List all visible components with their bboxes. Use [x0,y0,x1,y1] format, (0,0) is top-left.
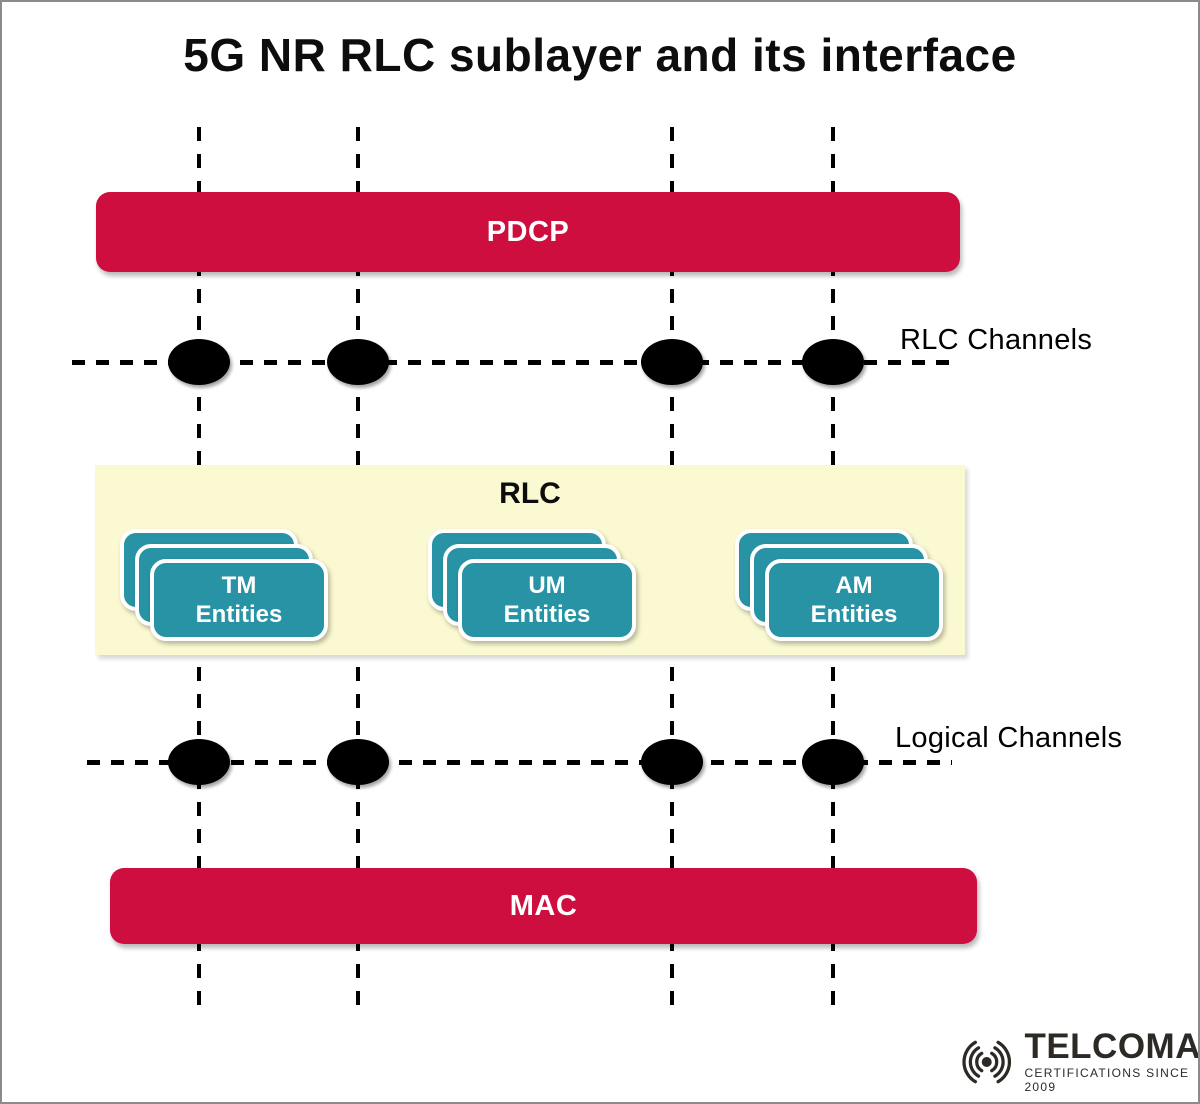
pdcp-bar: PDCP [96,192,960,272]
entity-name: AM [835,572,873,599]
logical-channel-node-4 [802,739,864,785]
logical-channel-node-1 [168,739,230,785]
entity-card-front: AM Entities [765,559,943,641]
entity-card-front: UM Entities [458,559,636,641]
telcoma-logo: TELCOMA CERTIFICATIONS SINCE 2009 [954,1027,1200,1094]
mac-label: MAC [509,889,578,922]
entity-card-front: TM Entities [150,559,328,641]
entity-subtitle: Entities [810,601,898,628]
logo-brand: TELCOMA [1024,1027,1200,1066]
rlc-channel-node-3 [641,339,703,385]
entity-subtitle: Entities [195,601,283,628]
entity-name: TM [221,572,257,599]
rlc-channel-node-4 [802,339,864,385]
logo-tagline: CERTIFICATIONS SINCE 2009 [1024,1066,1190,1094]
logical-channel-node-2 [327,739,389,785]
um-entities-stack: UM Entities [428,529,640,643]
logical-channels-label: Logical Channels [895,722,1123,754]
tm-entities-stack: TM Entities [120,529,332,643]
logical-channels-line [87,760,952,765]
entity-name: UM [528,572,566,599]
rlc-channels-line [72,360,957,365]
diagram-title: 5G NR RLC sublayer and its interface [183,29,1017,81]
rlc-channel-node-1 [168,339,230,385]
logo-text: TELCOMA CERTIFICATIONS SINCE 2009 [1024,1027,1200,1094]
pdcp-label: PDCP [486,215,570,248]
rlc-channel-node-2 [327,339,389,385]
rlc-box-label: RLC [499,477,561,510]
mac-bar: MAC [110,868,977,944]
entity-subtitle: Entities [503,601,591,628]
rlc-channels-label: RLC Channels [900,324,1093,356]
radio-waves-icon [962,1040,1012,1084]
logical-channel-node-3 [641,739,703,785]
am-entities-stack: AM Entities [735,529,947,643]
